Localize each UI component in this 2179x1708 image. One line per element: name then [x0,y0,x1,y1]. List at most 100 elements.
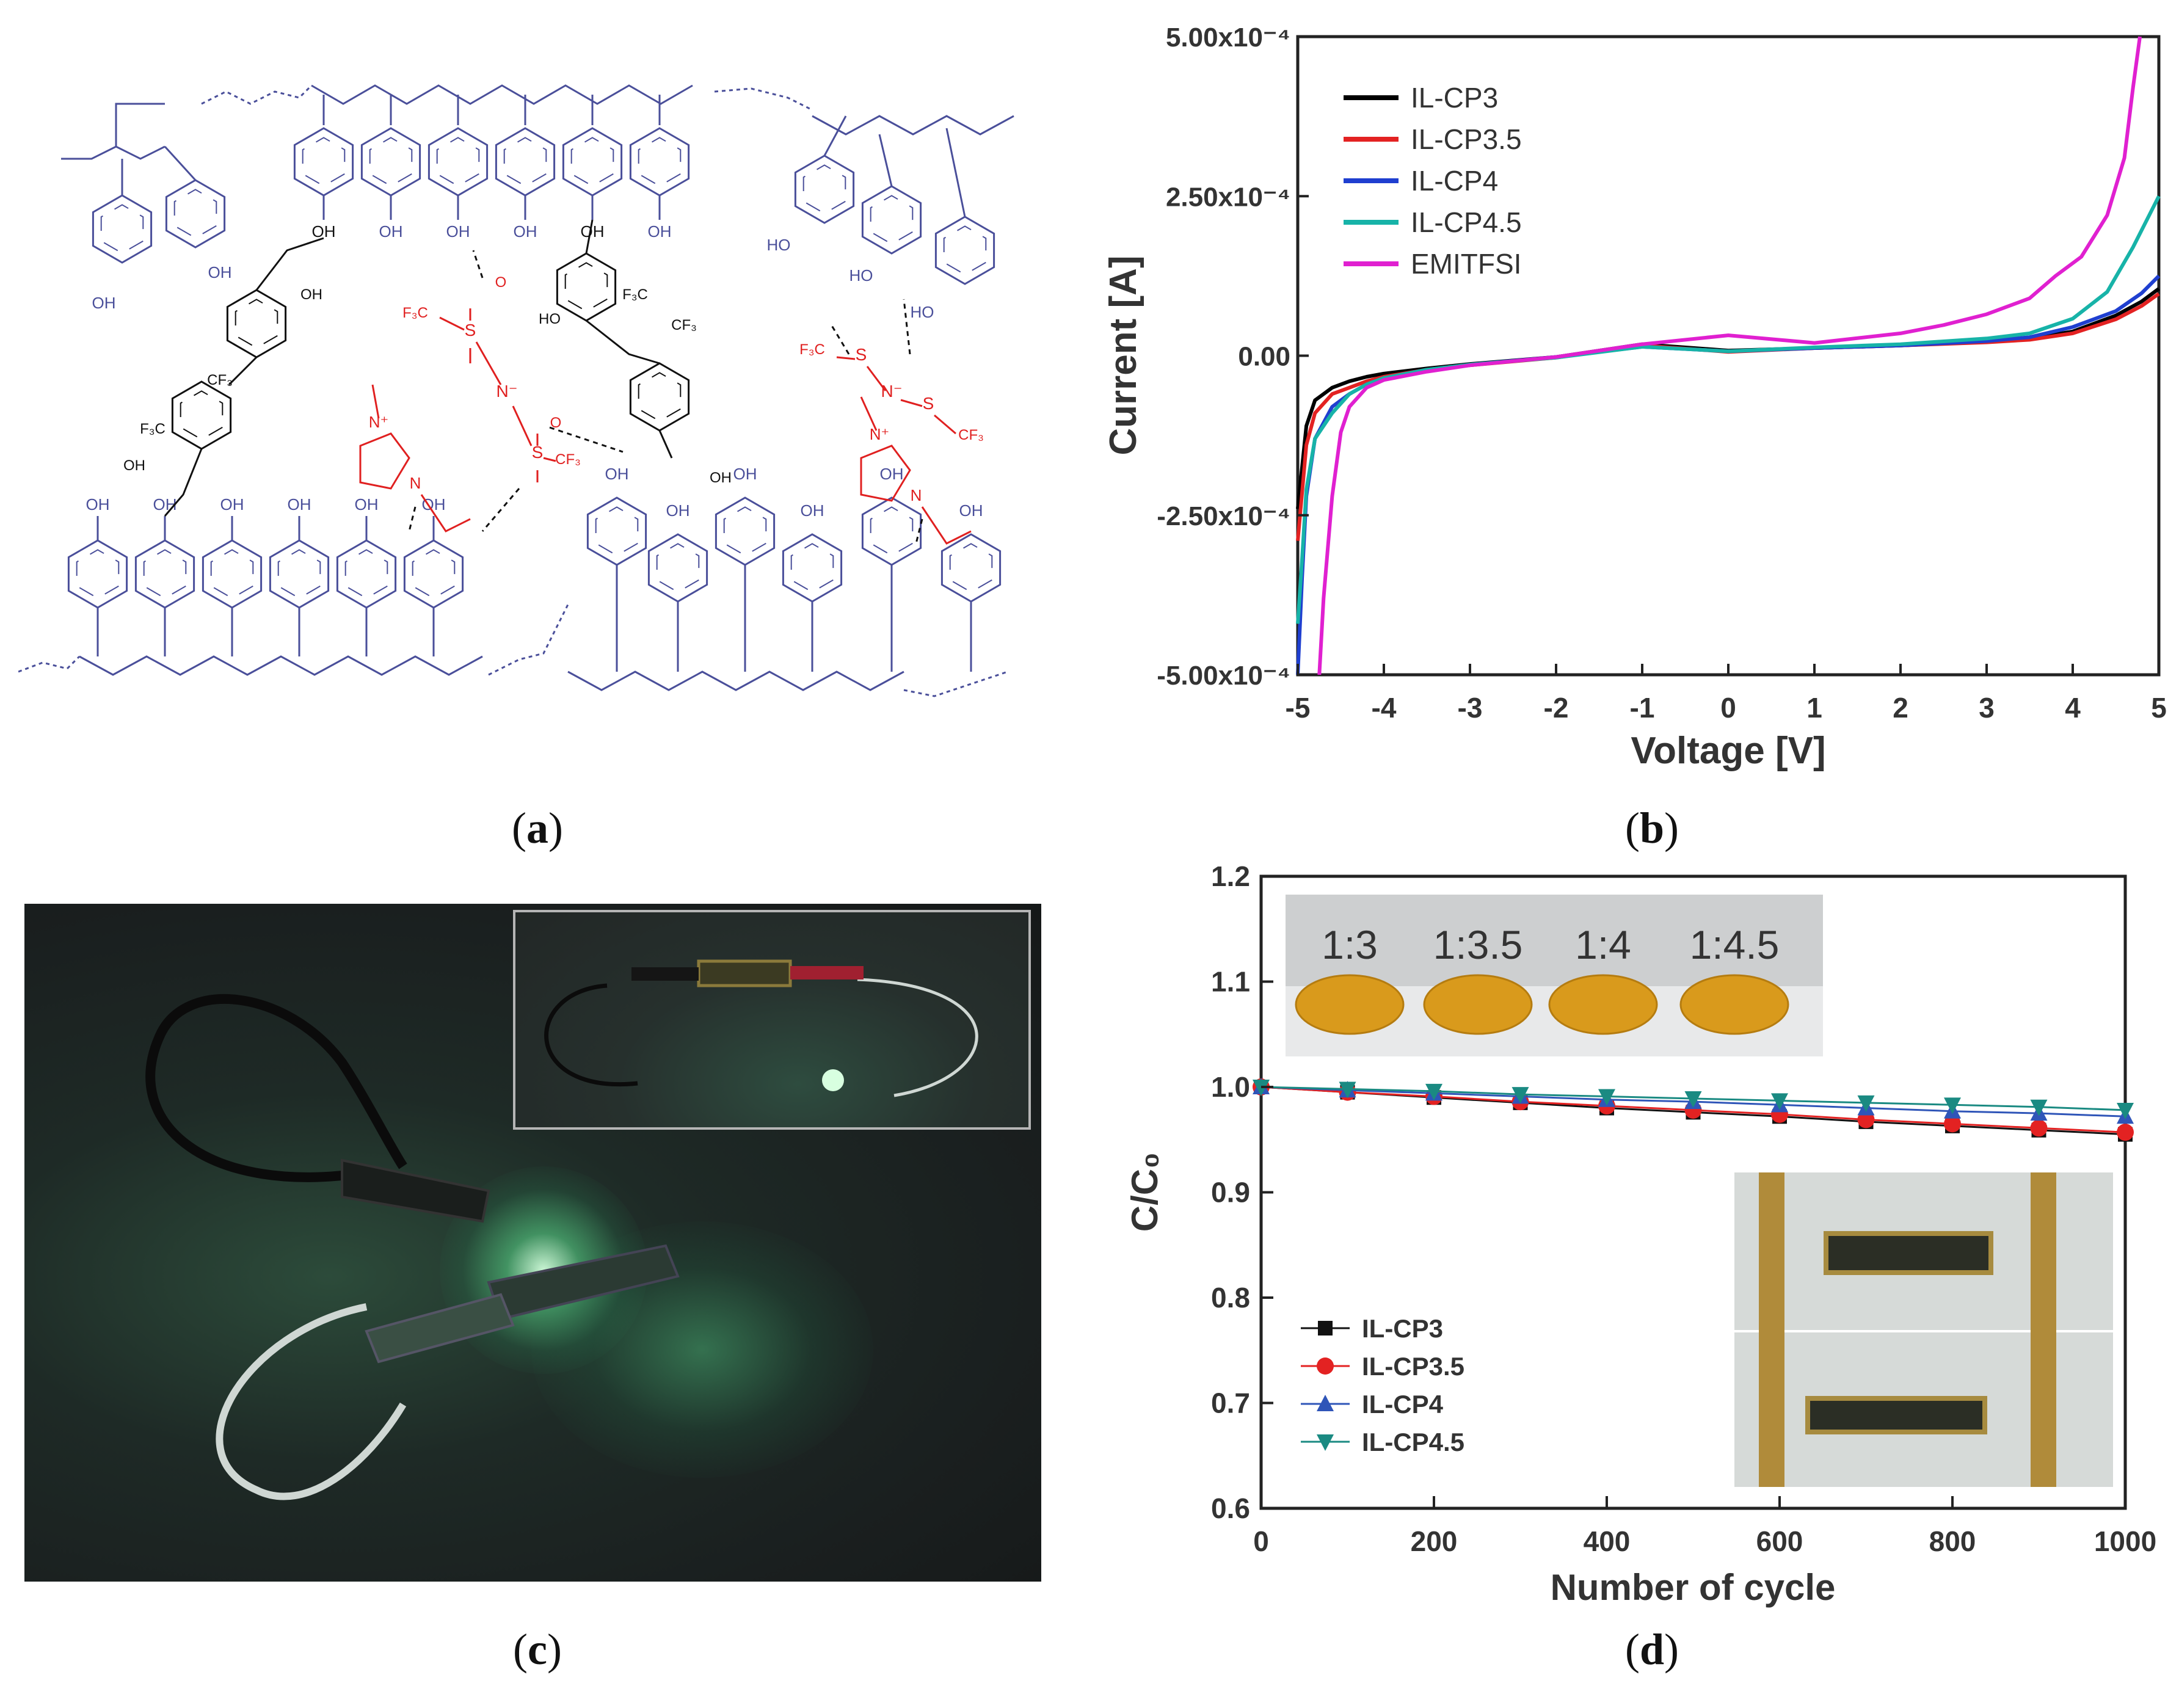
oxygen-label: O [550,415,562,431]
data-point-IL-CP4.5 [2030,1099,2048,1116]
data-point-IL-CP4.5 [1339,1081,1356,1099]
legend-label-IL-CP3: IL-CP3 [1411,82,1498,114]
benzene-inner-bond [638,372,682,422]
bond-line [439,316,465,331]
bond-line [878,134,893,187]
chart-d-ylabel: C/C₀ [1124,1152,1165,1232]
bond-line [420,494,471,532]
x-tick-label: 4 [2065,692,2081,724]
data-point-IL-CP3.5 [2117,1124,2134,1141]
cables-drawing [145,994,680,1500]
bond-line [714,87,813,111]
benzene-ring [92,194,153,264]
droplet-label: 1:3.5 [1433,922,1523,967]
x-tick-label: 200 [1411,1525,1458,1557]
caption-c: (c) [513,1625,562,1674]
legend-label-IL-CP4.5: IL-CP4.5 [1362,1428,1464,1456]
legend-label-IL-CP3.5: IL-CP3.5 [1362,1352,1464,1381]
benzene-inner-bond [802,164,846,214]
benzene-inner-bond [656,543,700,593]
hydroxyl-label: OH [220,495,244,514]
nitrogen-label: N [911,486,922,504]
benzene-inner-bond [436,137,480,187]
data-point-IL-CP4.5 [1684,1091,1702,1108]
benzene-ring [934,216,995,285]
hydroxyl-label: OH [208,263,232,282]
x-tick-label: -2 [1544,692,1569,724]
hydroxyl-label: HO [911,303,934,321]
hydroxyl-label: OH [446,222,470,241]
sulfur-label: S [532,443,544,462]
red-clip [487,1244,680,1321]
trifluoromethyl-label: F₃C [622,286,648,303]
data-point-IL-CP3.5 [2030,1119,2048,1137]
bond-line [945,128,966,217]
hydroxyl-label: OH [959,501,983,520]
bond-line [512,405,533,446]
trifluoromethyl-label: F₃C [799,341,825,358]
x-tick-label: 5 [2151,692,2167,724]
trifluoromethyl-label: F₃C [140,421,166,437]
hydroxyl-label: OH [123,457,145,474]
y-tick-label: 5.00x10⁻⁴ [1166,23,1290,53]
benzene-ring [861,185,922,255]
bond-line [866,366,887,391]
x-tick-label: -3 [1458,692,1483,724]
x-tick-label: 0 [1720,692,1736,724]
bond-line [836,356,856,360]
inset-cable [544,983,638,1087]
photo-led-circuit [24,904,1041,1582]
y-tick-label: 0.7 [1211,1387,1250,1419]
x-tick-label: 400 [1584,1525,1631,1557]
legend-label-IL-CP3: IL-CP3 [1362,1314,1443,1343]
legend-marker-IL-CP4 [1317,1395,1334,1411]
trifluoromethyl-label: CF₃ [207,372,233,388]
bond-line [900,399,923,407]
bond-line [549,426,624,453]
y-tick-label: 1.1 [1211,966,1250,998]
benzene-inner-bond [595,506,639,556]
data-point-IL-CP4.5 [1425,1083,1442,1100]
droplet [1548,974,1658,1035]
benzene-inner-bond [143,549,187,599]
bond-line [488,604,569,676]
benzene-inner-bond [412,549,456,599]
legend-label-IL-CP4.5: IL-CP4.5 [1411,206,1522,238]
x-tick-label: 2 [1893,692,1908,724]
benzene-inner-bond [723,506,767,556]
x-tick-label: 1000 [2094,1525,2156,1557]
benzene-inner-bond [235,299,278,349]
benzene-inner-bond [949,543,993,593]
trifluoromethyl-label: CF₃ [671,317,697,333]
bond-line [164,448,203,517]
bond-line [860,396,878,431]
data-point-IL-CP4.5 [1598,1089,1615,1106]
brass-rod-right [2031,1172,2056,1487]
device-stretched [1824,1231,1993,1275]
hydroxyl-label: OH [666,501,690,520]
inset-device [697,959,792,987]
droplet-label: 1:4.5 [1690,922,1780,967]
sulfur-label: S [856,345,867,364]
benzene-inner-bond [173,189,217,239]
caption-a: (a) [512,804,563,852]
nitrogen-anion-label: N⁻ [497,382,518,401]
hydroxyl-label: OH [733,465,757,483]
benzene-inner-bond [344,549,388,599]
benzene-inner-bond [870,195,914,245]
inset-white-cable [857,978,978,1097]
y-tick-label: 0.8 [1211,1282,1250,1314]
hydroxyl-label: OH [312,222,336,241]
trifluoromethyl-label: CF₃ [555,451,581,468]
imidazolium-ring [359,432,410,490]
benzene-inner-bond [790,543,834,593]
hydroxyl-label: OH [801,501,824,520]
x-tick-label: 0 [1253,1525,1269,1557]
bond-line [115,103,165,147]
legend-label-IL-CP4: IL-CP4 [1362,1390,1444,1419]
hydroxyl-label: HO [767,236,791,254]
hydroxyl-label: OH [153,495,177,514]
y-tick-label: 1.2 [1211,860,1250,892]
hydroxyl-label: OH [880,465,904,483]
benzene-ring [165,179,226,249]
